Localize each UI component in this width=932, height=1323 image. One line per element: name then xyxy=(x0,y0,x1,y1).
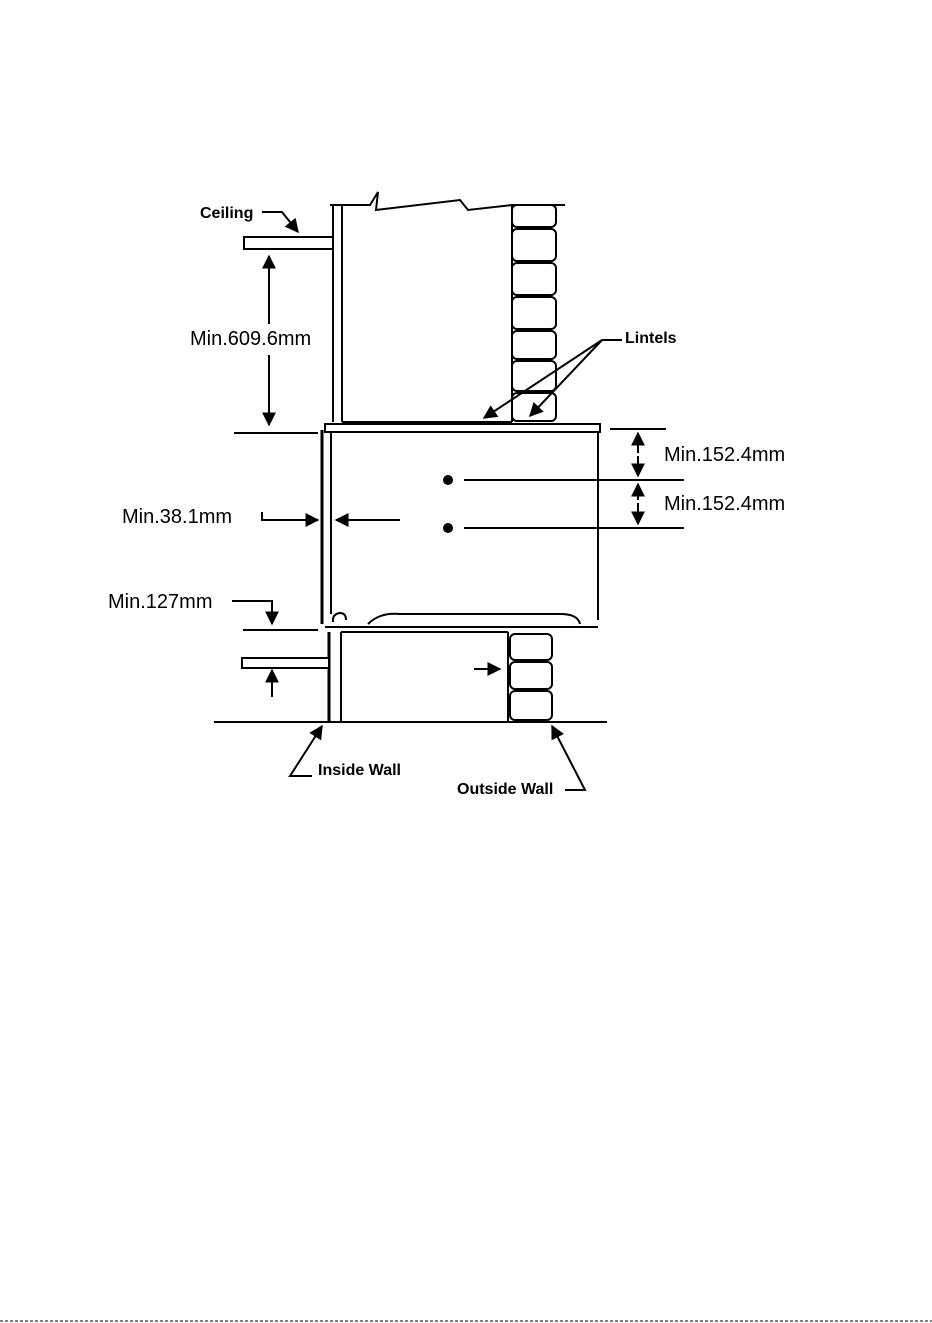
side-clearance-label: Min.38.1mm xyxy=(122,506,232,528)
outside-wall-label: Outside Wall xyxy=(457,781,553,798)
lintel-beam xyxy=(325,424,600,432)
lower-wall xyxy=(242,632,508,722)
outside-wall-bricks-upper xyxy=(512,205,556,422)
ceiling-clearance-label: Min.609.6mm xyxy=(190,328,311,350)
inside-wall-label: Inside Wall xyxy=(318,762,401,779)
outside-wall-bricks-lower xyxy=(510,634,552,720)
top-clearance-label-2: Min.152.4mm xyxy=(664,493,785,515)
outside-wall-leader xyxy=(552,726,585,790)
bottom-clearance-label: Min.127mm xyxy=(108,591,212,613)
lintels-label: Lintels xyxy=(625,330,677,347)
ceiling-slab xyxy=(244,237,333,249)
ceiling-label: Ceiling xyxy=(200,205,253,222)
ceiling-leader xyxy=(262,212,298,232)
bottom-clearance-dimension xyxy=(232,601,318,697)
top-clearance-dimension xyxy=(443,429,684,533)
top-clearance-label-1: Min.152.4mm xyxy=(664,444,785,466)
